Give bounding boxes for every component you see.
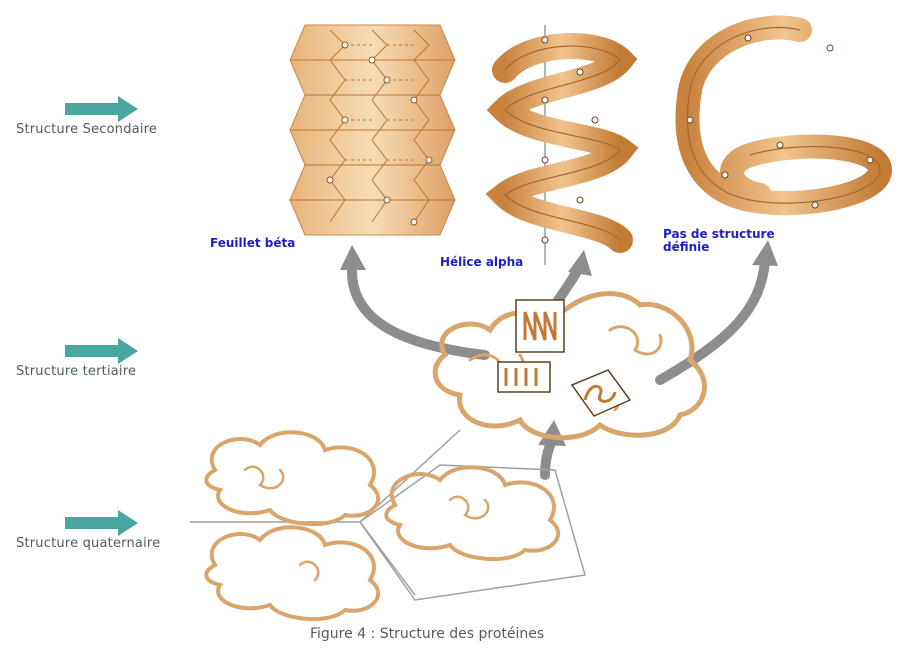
beta-sheet-illustration bbox=[289, 24, 456, 236]
tertiary-structure-illustration bbox=[432, 291, 707, 441]
label-tertiary-structure: Structure tertiaire bbox=[16, 364, 137, 379]
figure-caption: Figure 4 : Structure des protéines bbox=[310, 626, 545, 642]
label-secondary-structure: Structure Secondaire bbox=[16, 122, 158, 137]
label-quaternary-structure: Structure quaternaire bbox=[16, 536, 161, 551]
label-undefined-structure-line1: Pas de structure bbox=[663, 227, 775, 241]
quaternary-structure-illustration bbox=[190, 429, 586, 622]
teal-arrows bbox=[65, 96, 138, 536]
alpha-helix-illustration bbox=[485, 25, 639, 265]
random-coil-illustration bbox=[675, 15, 893, 216]
label-alpha-helix: Hélice alpha bbox=[440, 255, 524, 269]
label-beta-sheet: Feuillet béta bbox=[210, 236, 296, 250]
label-undefined-structure-line2: définie bbox=[663, 240, 710, 254]
